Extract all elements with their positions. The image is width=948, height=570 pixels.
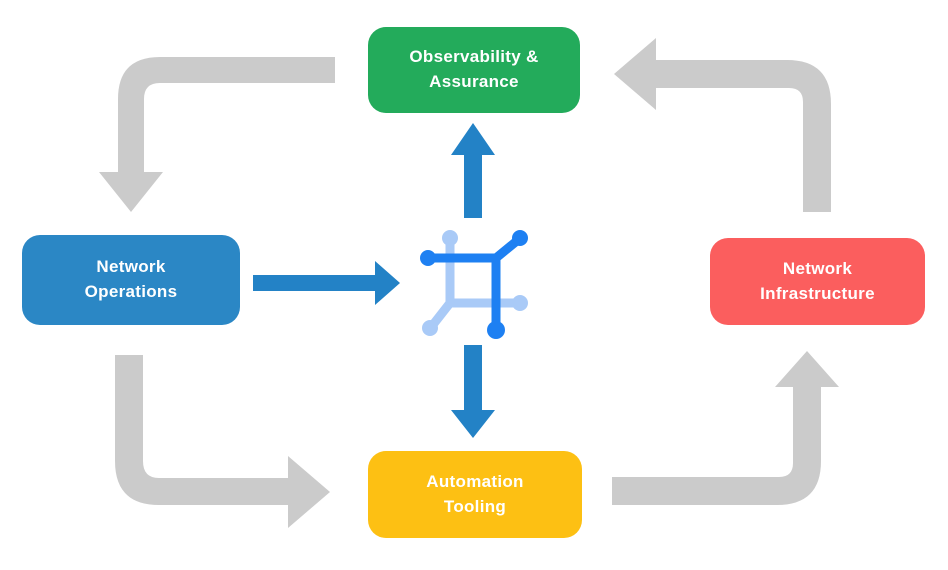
arrow-automation-to-infrastructure: [612, 351, 839, 505]
node-network-infrastructure: Network Infrastructure: [710, 238, 925, 325]
node-observability-label: Observability & Assurance: [409, 47, 539, 91]
network-mesh-icon: [420, 230, 528, 339]
arrow-observability-to-operations: [99, 57, 335, 212]
node-observability: Observability & Assurance: [368, 27, 580, 113]
arrow-operations-to-automation: [115, 355, 330, 528]
node-network-operations: Network Operations: [22, 235, 240, 325]
node-network-infrastructure-label: Network Infrastructure: [760, 258, 875, 303]
arrow-center-to-observability: [451, 123, 495, 218]
arrow-infrastructure-to-observability: [614, 38, 831, 212]
node-network-operations-label: Network Operations: [84, 257, 178, 301]
arrow-center-to-automation: [451, 345, 495, 438]
arrow-operations-to-center: [253, 261, 400, 305]
node-automation-tooling: Automation Tooling: [368, 451, 582, 538]
node-automation-tooling-label: Automation Tooling: [426, 471, 524, 516]
